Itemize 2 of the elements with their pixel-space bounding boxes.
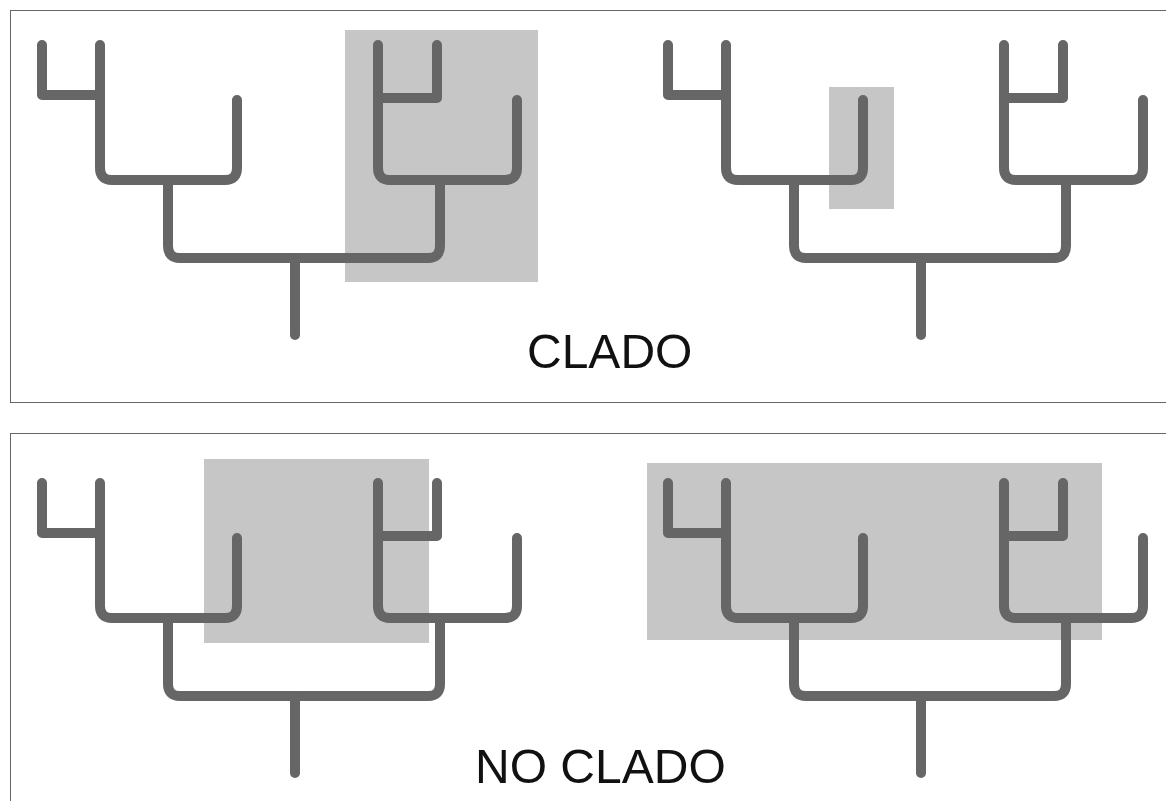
panel-frame (10, 433, 1166, 801)
panel-frame (10, 10, 1166, 403)
